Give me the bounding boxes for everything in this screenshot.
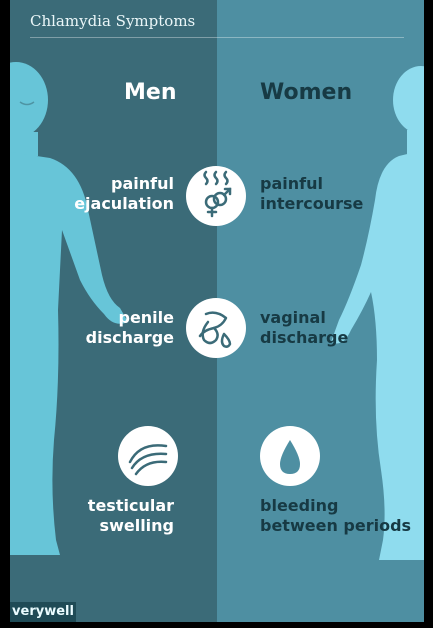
- women-symptom-3-line1: bleeding: [260, 496, 339, 515]
- women-symptom-3-line2: between periods: [260, 516, 412, 535]
- women-symptom-1-line2: intercourse: [260, 194, 364, 213]
- intercourse-symbols-icon: [186, 166, 246, 226]
- men-symptom-3-line2: swelling: [99, 516, 174, 535]
- men-symptom-2-line2: discharge: [85, 328, 174, 347]
- women-symptom-1: painful intercourse: [260, 174, 363, 214]
- male-figure-illustration: [10, 62, 128, 555]
- women-symptom-2: vaginal discharge: [260, 308, 348, 348]
- women-symptom-2-line1: vaginal: [260, 308, 326, 327]
- female-figure-illustration: [331, 66, 424, 560]
- men-symptom-1-line2: ejaculation: [74, 194, 174, 213]
- women-symptom-3: bleeding between periods: [260, 496, 411, 536]
- swelling-waves-icon: [118, 426, 178, 486]
- page-title: Chlamydia Symptoms: [30, 12, 196, 30]
- discharge-drops-icon: [186, 298, 246, 358]
- women-symptom-1-line1: painful: [260, 174, 323, 193]
- men-symptom-1-line1: painful: [111, 174, 174, 193]
- men-symptom-3: testicular swelling: [88, 496, 174, 536]
- blood-drop-icon: [260, 426, 320, 486]
- men-symptom-2: penile discharge: [86, 308, 174, 348]
- men-symptom-1: painful ejaculation: [74, 174, 174, 214]
- men-symptom-3-line1: testicular: [87, 496, 174, 515]
- women-symptom-2-line2: discharge: [260, 328, 349, 347]
- title-divider: [30, 37, 404, 38]
- men-header: Men: [124, 80, 177, 105]
- brand-logo: verywell: [10, 602, 76, 622]
- men-symptom-2-line1: penile: [118, 308, 174, 327]
- women-header: Women: [260, 80, 353, 105]
